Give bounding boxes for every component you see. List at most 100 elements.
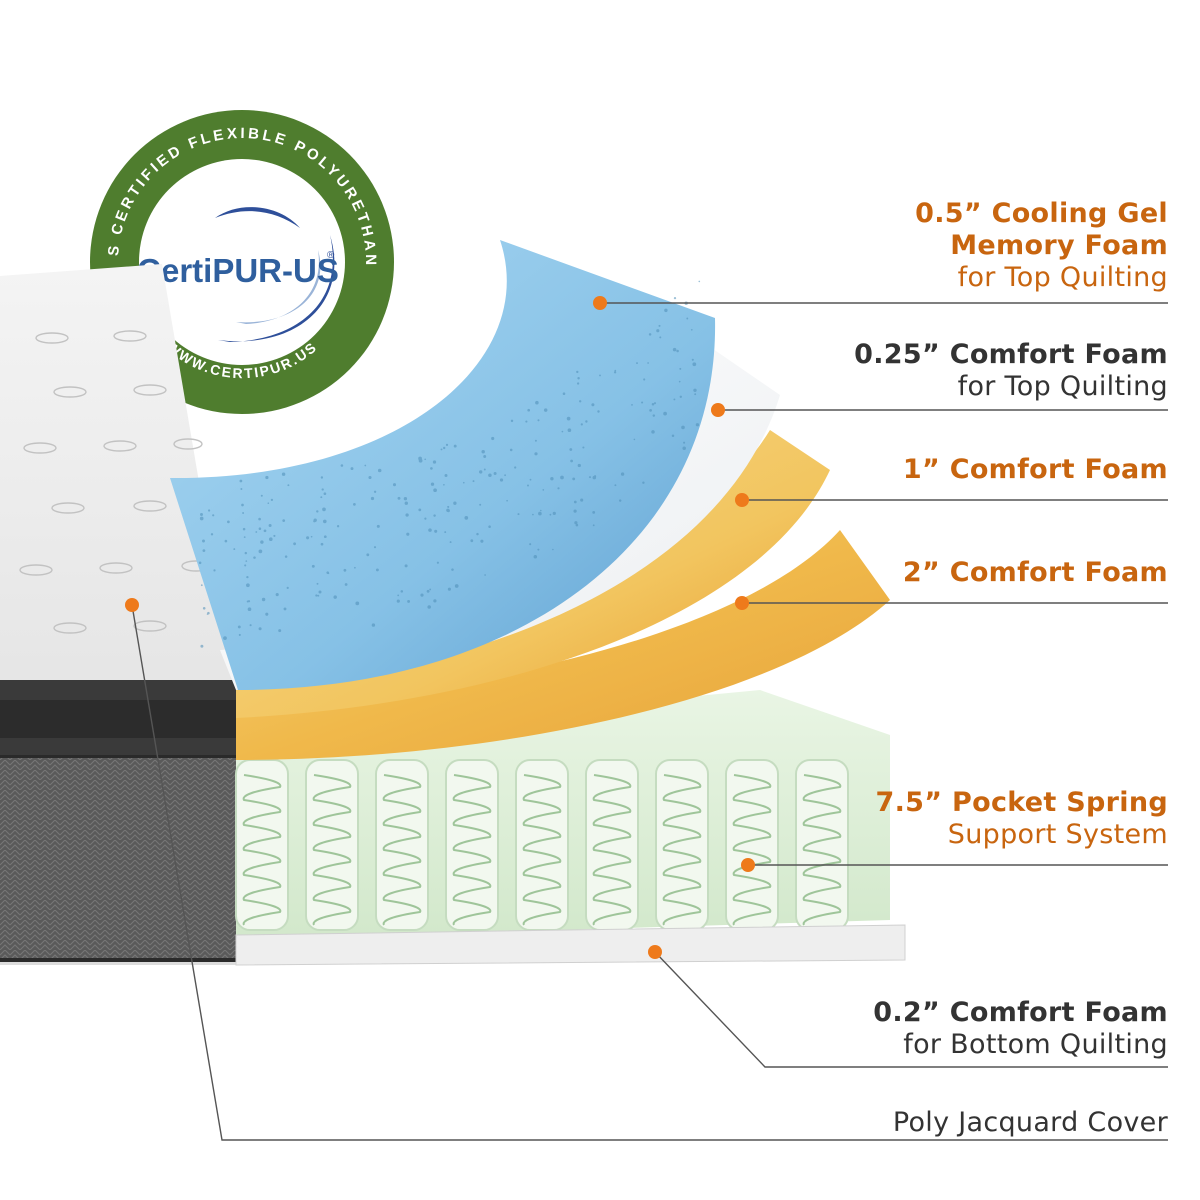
gel-speckle (344, 583, 348, 586)
gel-speckle (577, 463, 581, 468)
gel-speckle (247, 600, 251, 603)
gel-speckle (693, 388, 697, 393)
gel-speckle (278, 629, 282, 633)
gel-speckle (270, 498, 274, 502)
gel-speckle (407, 599, 411, 603)
gel-speckle (592, 475, 597, 480)
gel-speckle (258, 549, 263, 554)
gel-speckle (320, 496, 323, 499)
gel-speckle (354, 566, 356, 569)
gel-speckle (433, 514, 436, 517)
gel-speckle (509, 448, 513, 452)
gel-speckle (283, 607, 287, 611)
callout-dots (125, 296, 755, 959)
label-025-line1: 0.25” Comfort Foam (854, 339, 1168, 370)
gel-speckle (510, 419, 514, 423)
leader-line-025-bottom (654, 951, 1168, 1068)
gel-speckle (676, 349, 679, 353)
gel-speckle (686, 317, 689, 320)
label-comfort-foam-025: 0.25” Comfort Foam for Top Quilting (854, 339, 1168, 403)
gel-speckle (649, 409, 652, 412)
label-comfort-foam-02: 0.2” Comfort Foam for Bottom Quilting (873, 997, 1168, 1061)
gel-speckle (651, 430, 655, 434)
comfort-foam-1in-layer (236, 430, 830, 718)
gel-speckle (371, 623, 376, 627)
gel-speckle (566, 416, 571, 421)
gel-speckle (275, 593, 279, 597)
gel-speckle (316, 582, 319, 585)
gel-speckle (306, 536, 310, 540)
gel-speckle (445, 443, 449, 447)
callout-dot-025 (711, 403, 725, 417)
gel-speckle (432, 460, 437, 464)
gel-memory-foam-layer (170, 240, 716, 690)
gel-speckle (313, 519, 316, 523)
gel-speckle (317, 594, 320, 597)
callout-dot-cover (125, 598, 139, 612)
gel-speckle (672, 347, 677, 352)
gel-speckle (265, 475, 269, 480)
gel-speckle (327, 572, 330, 575)
gel-speckle (320, 542, 324, 546)
gel-speckle (273, 534, 276, 537)
gel-speckle (244, 564, 247, 567)
gel-speckle (550, 477, 554, 481)
gel-speckle (447, 587, 451, 591)
gel-speckle (377, 468, 382, 473)
gel-speckle (663, 411, 667, 416)
gel-speckle (260, 540, 264, 544)
gel-speckle (538, 511, 542, 516)
gel-speckle (449, 541, 452, 544)
gel-speckle (233, 548, 236, 551)
gel-speckle (287, 484, 290, 487)
gel-speckle (340, 464, 344, 467)
gel-speckle (430, 467, 433, 470)
label-gel-line1: 0.5” Cooling Gel (915, 198, 1168, 229)
gel-speckle (376, 524, 380, 528)
gel-speckle (373, 546, 377, 549)
comfort-foam-2in-layer (236, 530, 890, 760)
gel-speckle (242, 512, 245, 514)
gel-speckle (366, 553, 370, 557)
gel-speckle (480, 539, 484, 543)
gel-speckle (580, 423, 583, 426)
gel-speckle (267, 502, 270, 505)
gel-speckle (499, 478, 504, 482)
gel-speckle (405, 513, 409, 517)
gel-speckle (535, 400, 539, 405)
gel-speckle (542, 489, 545, 491)
gel-speckle (560, 475, 564, 480)
gel-speckle (207, 509, 211, 512)
gel-speckle (206, 613, 209, 615)
gel-speckle (404, 564, 408, 568)
label-2in-line1: 2” Comfort Foam (902, 557, 1168, 588)
label-025-line2: for Top Quilting (957, 371, 1168, 402)
gel-speckle (364, 464, 367, 467)
gel-speckle (470, 539, 474, 543)
gel-speckle (321, 488, 324, 491)
gel-speckle (198, 561, 202, 565)
gel-speckle (620, 472, 625, 476)
label-02-line1: 0.2” Comfort Foam (873, 997, 1168, 1028)
gel-speckle (202, 607, 206, 610)
gel-speckle (692, 362, 697, 367)
gel-speckle (210, 533, 214, 536)
gel-speckle (265, 612, 269, 616)
gel-speckle (588, 476, 592, 479)
gel-speckle (476, 532, 479, 536)
gel-speckle (400, 590, 404, 593)
gel-speckle (239, 479, 243, 483)
gel-speckle (424, 458, 427, 461)
gel-speckle (690, 328, 693, 331)
callout-dot-025-bottom (648, 945, 662, 959)
gel-speckle (543, 408, 548, 412)
callout-dot-2in (735, 596, 749, 610)
gel-speckle (491, 436, 495, 441)
gel-speckle (322, 519, 327, 524)
gel-speckle (532, 513, 534, 516)
gel-speckle (562, 392, 566, 396)
label-poly-jacquard-cover: Poly Jacquard Cover (893, 1107, 1168, 1139)
gel-speckle (213, 569, 216, 572)
gel-speckle (574, 521, 578, 525)
gel-speckle (433, 488, 437, 493)
